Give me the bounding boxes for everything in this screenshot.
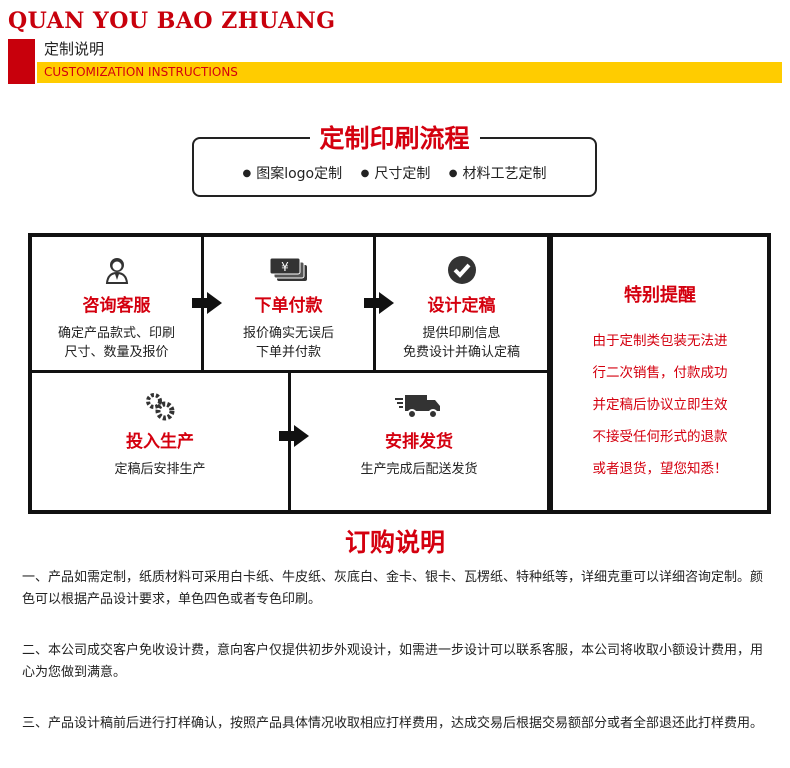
delivery-truck-icon	[291, 391, 547, 421]
gears-icon	[32, 391, 288, 421]
check-circle-icon	[376, 255, 547, 285]
special-notice: 特别提醒 由于定制类包装无法进 行二次销售，付款成功 并定稿后协议立即生效 不接…	[549, 233, 771, 514]
order-title: 订购说明	[344, 528, 445, 557]
notice-line: 并定稿后协议立即生效	[592, 397, 728, 413]
step-title: 设计定稿	[427, 296, 496, 316]
flow-title-box: 定制印刷流程 图案logo定制 尺寸定制 材料工艺定制	[192, 119, 597, 197]
order-paragraph: 二、本公司成交客户免收设计费，意向客户仅提供初步外观设计，如需进一步设计可以联系…	[22, 643, 764, 680]
step-desc: 提供印刷信息	[422, 326, 501, 341]
notice-line: 或者退货，望您知悉！	[592, 461, 728, 477]
flow-title: 定制印刷流程	[309, 119, 480, 155]
step-desc: 免费设计并确认定稿	[402, 345, 520, 360]
order-paragraph: 一、产品如需定制，纸质材料可采用白卡纸、牛皮纸、灰底白、金卡、银卡、瓦楞纸、特种…	[22, 570, 764, 607]
notice-line: 不接受任何形式的退款	[592, 429, 728, 445]
arrow-right-icon	[364, 292, 394, 314]
svg-text:¥: ¥	[281, 260, 289, 274]
section-title-en: CUSTOMIZATION INSTRUCTIONS	[37, 62, 782, 83]
step-desc: 定稿后安排生产	[114, 462, 206, 477]
step-title: 下单付款	[254, 296, 323, 316]
flow-item: 材料工艺定制	[449, 166, 547, 182]
step-title: 咨询客服	[82, 296, 151, 316]
step-production: 投入生产 定稿后安排生产	[32, 373, 291, 511]
brand-logo: QUAN YOU BAO ZHUANG	[8, 8, 336, 34]
flow-item: 图案logo定制	[242, 166, 342, 182]
arrow-right-icon	[192, 292, 222, 314]
step-desc: 确定产品款式、印刷	[57, 326, 175, 341]
step-design: 设计定稿 提供印刷信息 免费设计并确认定稿	[376, 237, 547, 373]
step-consult: 咨询客服 确定产品款式、印刷 尺寸、数量及报价	[32, 237, 204, 373]
step-delivery: 安排发货 生产完成后配送发货	[291, 373, 547, 511]
step-order-payment: ¥ 下单付款 报价确实无误后 下单并付款	[204, 237, 376, 373]
yen-money-icon: ¥	[204, 255, 373, 285]
step-desc: 尺寸、数量及报价	[64, 345, 169, 360]
header-accent-block	[8, 39, 35, 84]
step-desc: 生产完成后配送发货	[360, 462, 478, 477]
notice-title: 特别提醒	[624, 285, 696, 306]
notice-line: 由于定制类包装无法进	[592, 333, 728, 349]
process-steps: 咨询客服 确定产品款式、印刷 尺寸、数量及报价 ¥ 下单付款 报价确实无误后 下…	[28, 233, 550, 514]
customer-service-icon	[32, 255, 201, 285]
arrow-right-icon	[279, 425, 309, 447]
step-desc: 下单并付款	[255, 345, 321, 360]
step-title: 投入生产	[126, 432, 194, 452]
notice-line: 行二次销售，付款成功	[592, 365, 728, 381]
order-paragraph: 三、产品设计稿前后进行打样确认，按照产品具体情况收取相应打样费用，达成交易后根据…	[22, 716, 764, 731]
step-title: 安排发货	[385, 432, 453, 452]
flow-item: 尺寸定制	[361, 166, 431, 182]
step-desc: 报价确实无误后	[242, 326, 334, 341]
section-title-cn: 定制说明	[44, 40, 105, 58]
